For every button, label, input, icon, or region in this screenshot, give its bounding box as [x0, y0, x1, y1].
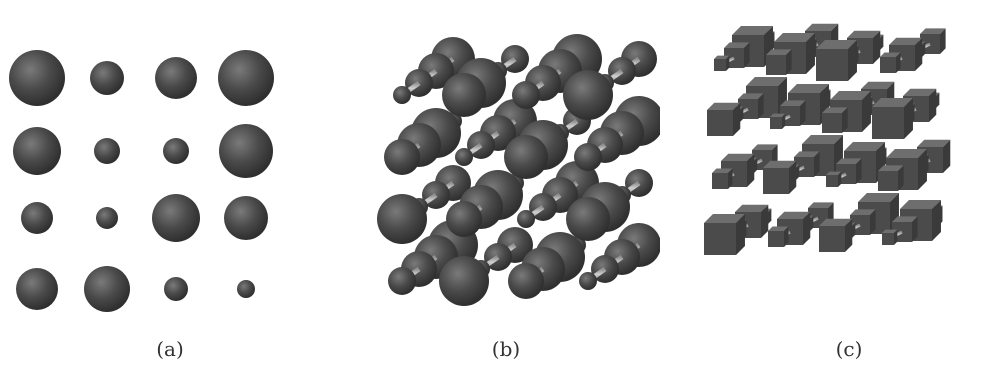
sphere-node — [152, 194, 200, 242]
sphere-node — [512, 81, 540, 109]
cube-node — [880, 52, 901, 73]
sphere-node — [579, 272, 597, 290]
sphere-node — [163, 138, 189, 164]
cube-node — [768, 226, 789, 247]
sphere-node — [388, 267, 416, 295]
caption-b: (b) — [491, 337, 521, 361]
sphere-node — [155, 57, 197, 99]
sphere-node — [517, 210, 535, 228]
panel-c-cube-lattice-3d — [704, 9, 951, 255]
cube-node — [878, 165, 904, 191]
sphere-node — [504, 135, 548, 179]
cube-node — [763, 160, 797, 194]
cube-node — [712, 168, 733, 189]
caption-a: (a) — [156, 337, 184, 361]
cube-node — [826, 171, 842, 187]
sphere-node — [219, 124, 273, 178]
panel-b-sphere-lattice-3d — [344, 4, 660, 306]
sphere-node — [442, 73, 486, 117]
sphere-node — [21, 202, 53, 234]
sphere-node — [96, 207, 118, 229]
sphere-node — [164, 277, 188, 301]
sphere-node — [384, 139, 420, 175]
cube-node — [707, 102, 741, 136]
sphere-node — [218, 50, 274, 106]
cube-node — [714, 55, 730, 71]
sphere-node — [9, 50, 65, 106]
sphere-node — [84, 266, 130, 312]
cube-node — [770, 113, 786, 129]
sphere-node — [16, 268, 58, 310]
sphere-node — [90, 61, 124, 95]
sphere-node — [563, 70, 613, 120]
panel-a-sphere-lattice-front — [9, 12, 318, 312]
cube-node — [882, 229, 898, 245]
caption-c: (c) — [835, 337, 863, 361]
sphere-node — [393, 86, 411, 104]
sphere-node — [224, 196, 268, 240]
sphere-node — [377, 194, 427, 244]
cube-node — [816, 40, 857, 81]
sphere-node — [446, 201, 482, 237]
sphere-node — [455, 148, 473, 166]
sphere-node — [94, 138, 120, 164]
cube-node — [819, 218, 853, 252]
sphere-node — [13, 127, 61, 175]
sphere-node — [508, 263, 544, 299]
cube-node — [822, 107, 848, 133]
sphere-node — [574, 143, 602, 171]
cube-node — [872, 98, 913, 139]
cube-node — [704, 214, 745, 255]
sphere-node — [237, 280, 255, 298]
sphere-node — [439, 256, 489, 306]
cube-node — [766, 49, 792, 75]
sphere-node — [566, 197, 610, 241]
